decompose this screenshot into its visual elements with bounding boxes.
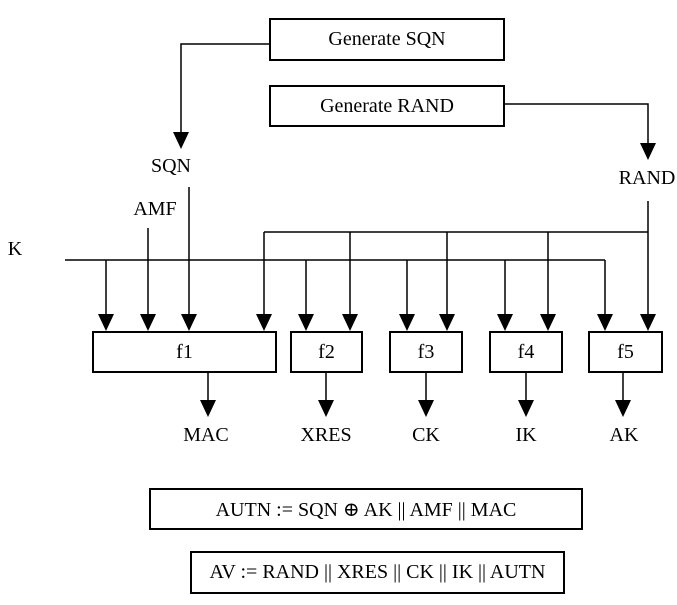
generate-rand-box: Generate RAND	[269, 85, 505, 127]
rand-to-f4-arrowhead	[540, 314, 556, 331]
generate-sqn-label: Generate SQN	[328, 28, 446, 50]
generate-sqn-box: Generate SQN	[269, 18, 505, 61]
rand-signal-label: RAND	[618, 167, 676, 189]
function-box-f2: f2	[290, 331, 363, 373]
rand-bus	[256, 231, 648, 331]
k-to-f5-arrowhead	[597, 314, 613, 331]
f5-output-arrowhead	[615, 400, 631, 417]
av-formula-box: AV := RAND || XRES || CK || IK || AUTN	[190, 551, 565, 594]
mac-output-label: MAC	[183, 424, 229, 446]
ik-output-label: IK	[515, 424, 537, 446]
f5-label: f5	[617, 340, 634, 363]
rand-flow-line	[505, 103, 656, 331]
f1-output-arrowhead	[200, 400, 216, 417]
function-box-f4: f4	[489, 331, 563, 373]
k-bus	[65, 259, 613, 331]
k-to-f2-arrowhead	[298, 314, 314, 331]
rand-arrowhead	[640, 143, 656, 160]
ak-output-label: AK	[609, 424, 639, 446]
f2-output-arrowhead	[318, 400, 334, 417]
function-box-f3: f3	[389, 331, 463, 373]
k-to-f1-arrowhead	[98, 314, 114, 331]
sqn-signal-label: SQN	[150, 155, 191, 177]
amf-to-f1-arrowhead	[140, 314, 156, 331]
k-to-f4-arrowhead	[497, 314, 513, 331]
sqn-flow-line	[173, 43, 269, 331]
amf-signal-label: AMF	[133, 198, 177, 220]
sqn-to-f1-arrowhead	[181, 314, 197, 331]
rand-to-f2-arrowhead	[342, 314, 358, 331]
generate-rand-label: Generate RAND	[320, 94, 454, 117]
av-formula-text: AV := RAND || XRES || CK || IK || AUTN	[209, 561, 546, 583]
k-to-f3-arrowhead	[399, 314, 415, 331]
function-box-f1: f1	[92, 331, 277, 373]
f1-label: f1	[176, 340, 193, 363]
amf-line	[140, 228, 156, 331]
ck-output-label: CK	[412, 424, 440, 446]
k-signal-label: K	[7, 238, 23, 260]
f2-label: f2	[318, 340, 335, 363]
f4-output-arrowhead	[518, 400, 534, 417]
f3-label: f3	[417, 340, 435, 363]
function-output-arrows	[200, 373, 631, 417]
rand-to-f3-arrowhead	[439, 314, 455, 331]
autn-formula-text: AUTN := SQN ⊕ AK || AMF || MAC	[215, 498, 517, 521]
f4-label: f4	[517, 340, 535, 363]
autn-formula-box: AUTN := SQN ⊕ AK || AMF || MAC	[149, 488, 583, 530]
xres-output-label: XRES	[300, 424, 352, 446]
rand-to-f1-arrowhead	[256, 314, 272, 331]
rand-to-f5-arrowhead	[640, 314, 656, 331]
f3-output-arrowhead	[418, 400, 434, 417]
sqn-arrowhead	[173, 132, 189, 149]
function-box-f5: f5	[588, 331, 663, 373]
